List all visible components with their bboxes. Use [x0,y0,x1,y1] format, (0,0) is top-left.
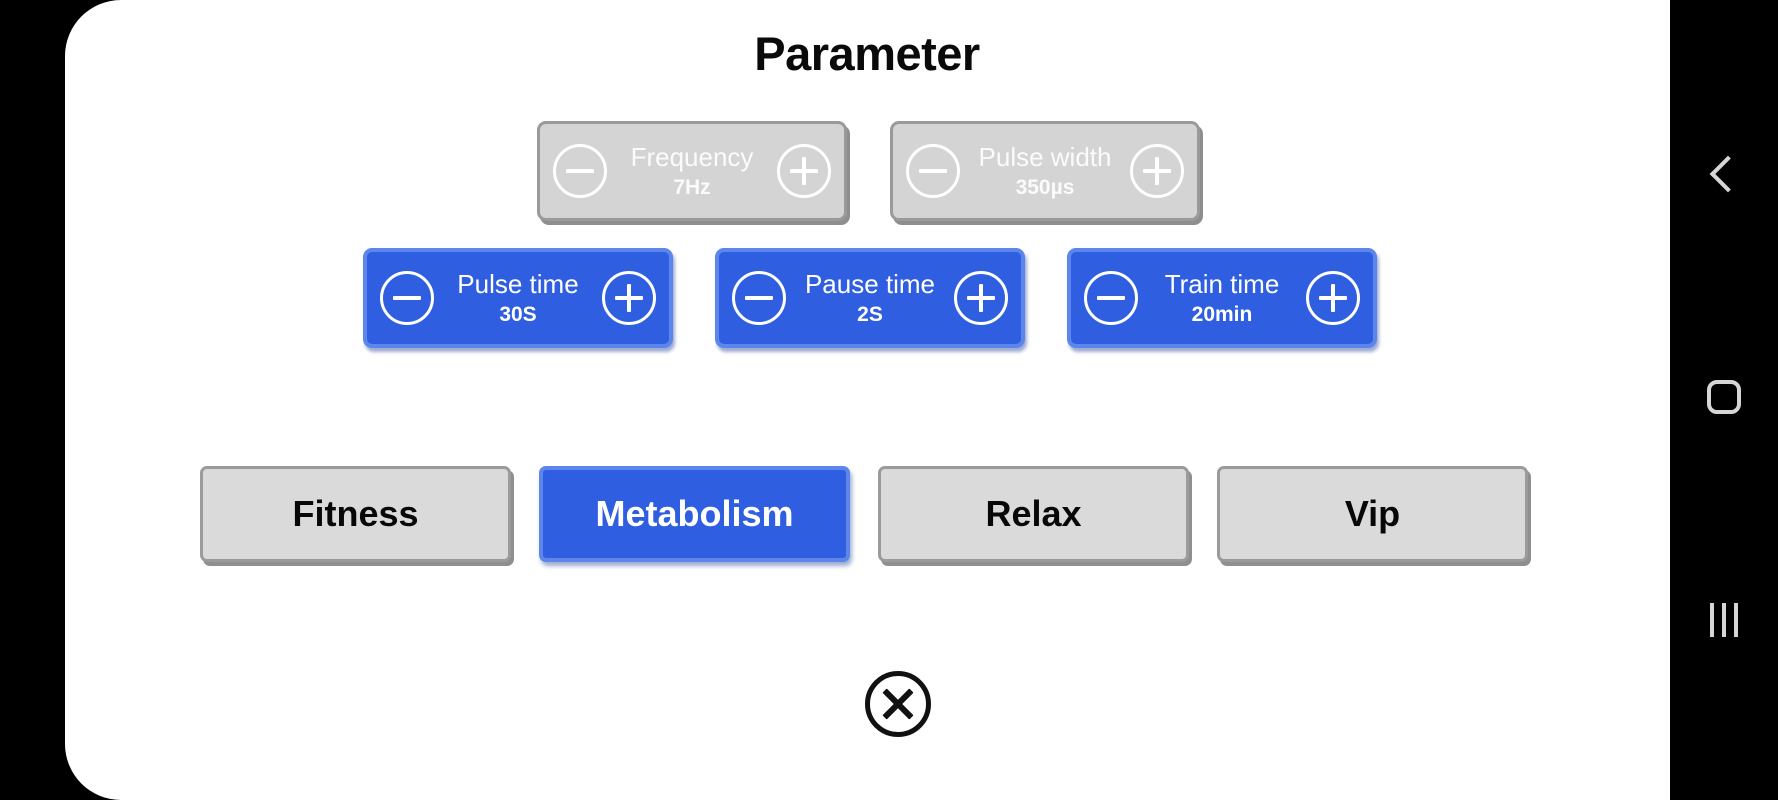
stepper-frequency-labels: Frequency 7Hz [607,144,777,198]
stepper-pause-time-labels: Pause time 2S [786,271,954,325]
minus-circle-icon[interactable] [906,144,960,198]
stepper-pulse-width-value: 350µs [1015,176,1075,199]
stepper-train-time[interactable]: Train time 20min [1067,248,1377,348]
stepper-pulse-time[interactable]: Pulse time 30S [363,248,673,348]
mode-button-row: Fitness Metabolism Relax Vip [200,466,1528,562]
stepper-pulse-width-labels: Pulse width 350µs [960,144,1130,198]
stepper-pause-time-label: Pause time [804,269,936,299]
stepper-pulse-width[interactable]: Pulse width 350µs [890,121,1200,221]
minus-circle-icon[interactable] [553,144,607,198]
stepper-train-time-label: Train time [1164,269,1280,299]
android-navigation-bar [1670,0,1778,800]
stepper-row-top: Frequency 7Hz Pulse width 350µs [537,121,1200,221]
plus-circle-icon[interactable] [1306,271,1360,325]
plus-circle-icon[interactable] [777,144,831,198]
stepper-pulse-width-label: Pulse width [978,142,1112,172]
stepper-pause-time-value: 2S [857,303,883,326]
plus-circle-icon[interactable] [1130,144,1184,198]
app-surface: Parameter Frequency 7Hz Pulse width 350µ… [65,0,1670,800]
mode-button-fitness[interactable]: Fitness [200,466,511,562]
nav-recents-button[interactable] [1692,588,1756,652]
stepper-pulse-time-label: Pulse time [457,269,579,299]
plus-circle-icon[interactable] [954,271,1008,325]
nav-back-button[interactable] [1692,142,1756,206]
minus-circle-icon[interactable] [732,271,786,325]
nav-home-button[interactable] [1692,365,1756,429]
stepper-frequency-label: Frequency [630,142,754,172]
mode-button-relax[interactable]: Relax [878,466,1189,562]
stepper-frequency[interactable]: Frequency 7Hz [537,121,847,221]
back-chevron-icon [1709,155,1747,193]
stepper-train-time-value: 20min [1191,303,1253,326]
stepper-pause-time[interactable]: Pause time 2S [715,248,1025,348]
stepper-row-main: Pulse time 30S Pause time 2S Train time … [363,248,1377,348]
mode-button-metabolism[interactable]: Metabolism [539,466,850,562]
minus-circle-icon[interactable] [380,271,434,325]
recents-bars-icon [1710,603,1738,637]
home-square-icon [1707,380,1741,414]
page-title: Parameter [754,27,980,80]
stepper-train-time-labels: Train time 20min [1138,271,1306,325]
close-circle-icon[interactable] [865,671,931,737]
stepper-pulse-time-value: 30S [499,303,537,326]
minus-circle-icon[interactable] [1084,271,1138,325]
plus-circle-icon[interactable] [602,271,656,325]
stepper-pulse-time-labels: Pulse time 30S [434,271,602,325]
stepper-frequency-value: 7Hz [673,176,711,199]
mode-button-vip[interactable]: Vip [1217,466,1528,562]
